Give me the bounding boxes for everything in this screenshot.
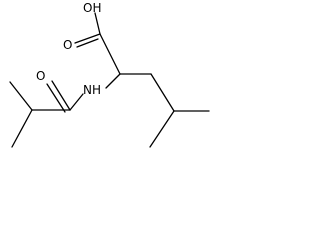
bond-isopropyl-methyl-down <box>11 109 33 148</box>
chemical-structure-diagram: OH O O NH <box>9 1 210 148</box>
bond-isopropyl-methyl-up <box>9 81 33 111</box>
bond-c1-oh <box>94 12 101 35</box>
bond-nh-carbonyl <box>69 93 84 111</box>
hydroxyl-label: OH <box>83 1 101 15</box>
bond-c1-calpha <box>99 33 121 75</box>
bond-c1-o-double-b <box>76 38 99 48</box>
bond-c1-o-double-a <box>74 33 101 44</box>
bond-cbeta-cgamma <box>150 73 175 112</box>
amide-oxygen-label: O <box>36 69 45 83</box>
bond-calpha-nh <box>105 73 121 89</box>
amide-nitrogen-label: NH <box>83 83 101 97</box>
carboxyl-oxygen-label: O <box>63 38 72 52</box>
bond-cgamma-methyl-down <box>149 110 175 148</box>
bond-carbonyl-o-double-b <box>46 83 66 113</box>
bond-carbonyl-o-double-a <box>51 80 71 111</box>
structure-canvas: OH O O NH <box>9 1 210 148</box>
